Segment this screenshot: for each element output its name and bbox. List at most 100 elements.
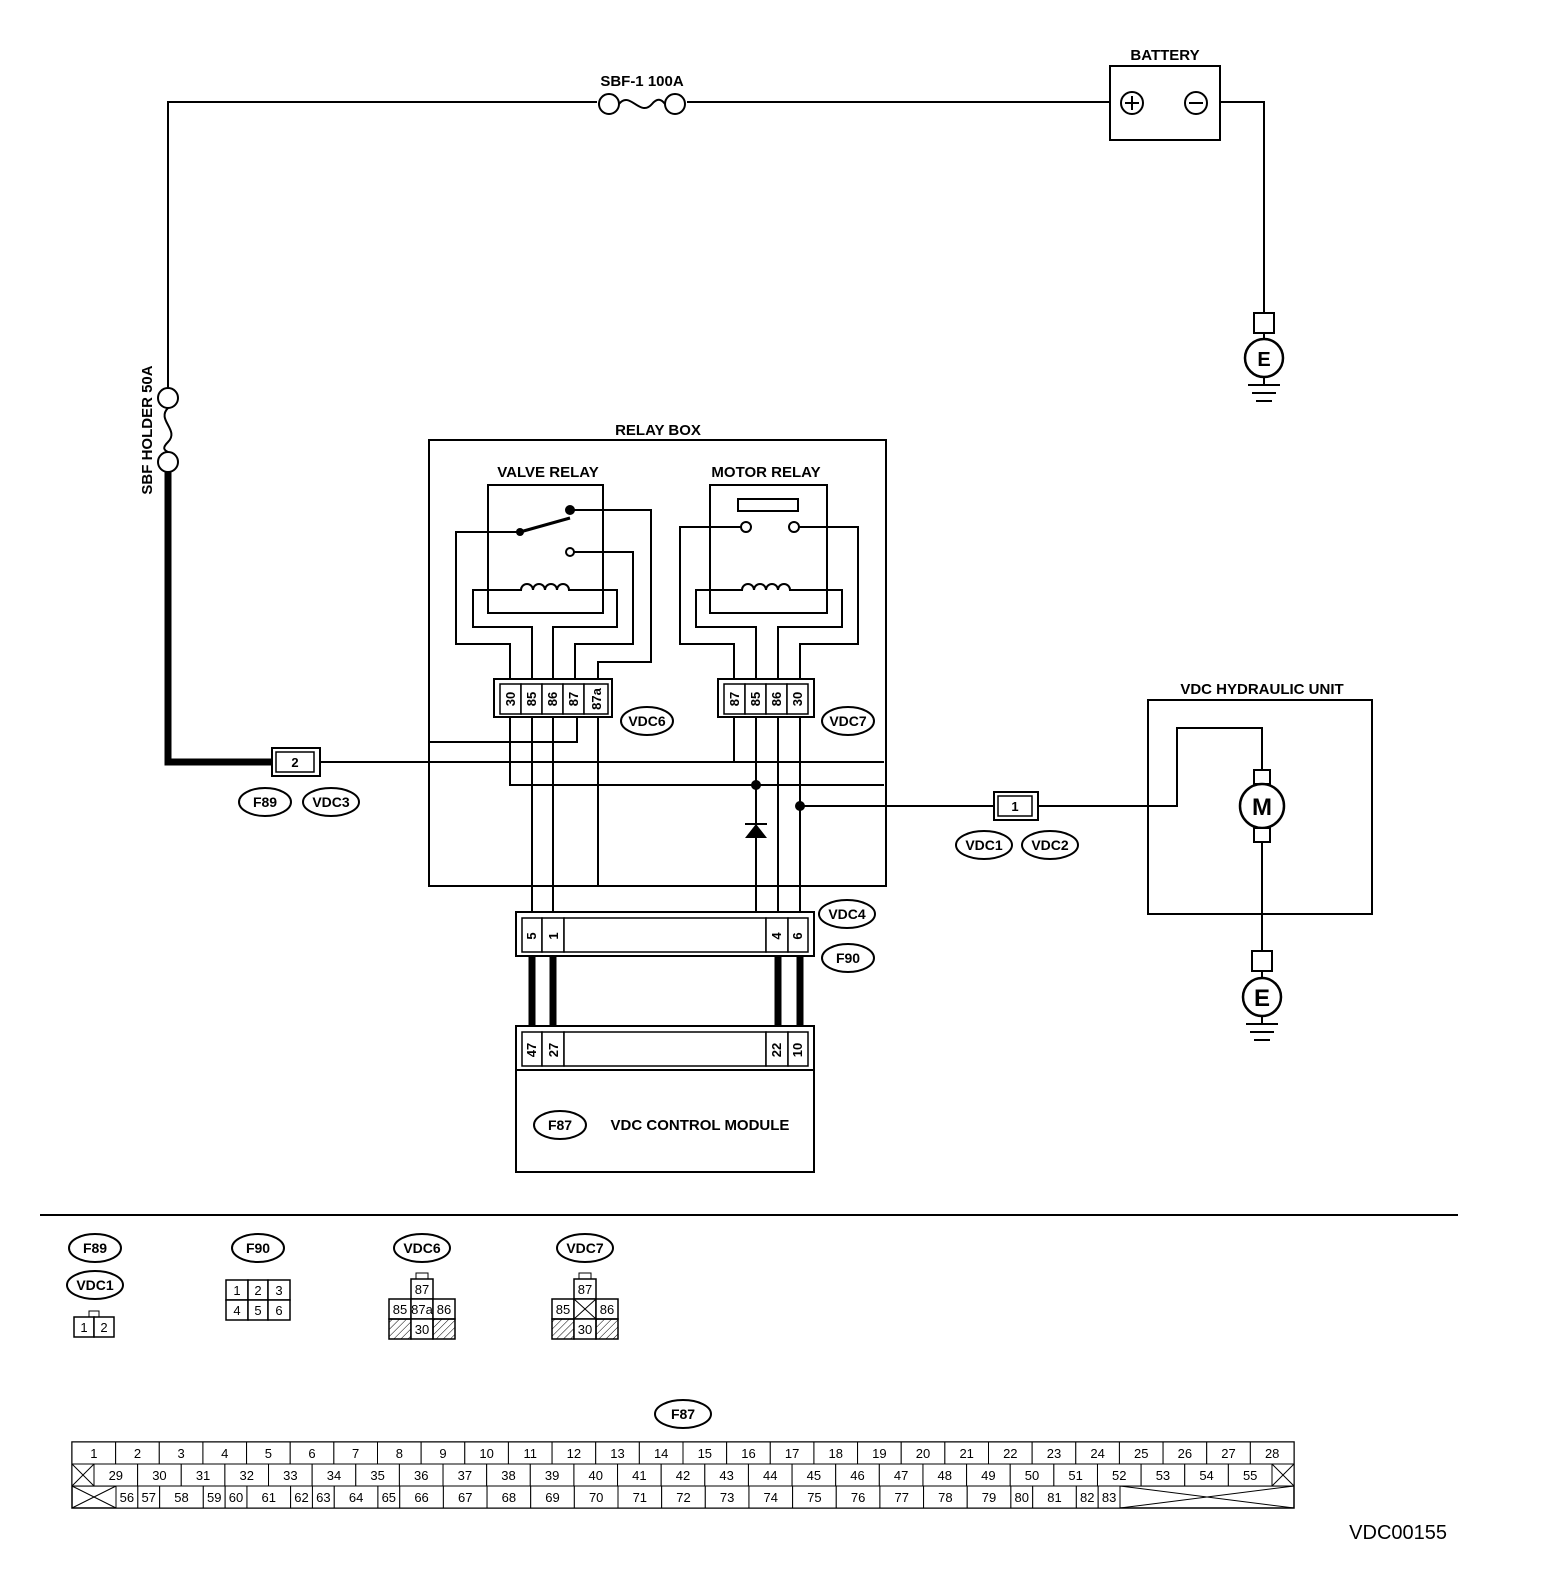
f87-pin-label: 16 [741, 1446, 755, 1461]
legend-vdc6: VDC6 87 85 87a 86 30 [388, 1233, 456, 1340]
f87-pin-label: 24 [1090, 1446, 1104, 1461]
f87-pin-label: 53 [1156, 1468, 1170, 1483]
legend-f90-tag: F90 [246, 1240, 270, 1256]
legend-pin: 87a [411, 1302, 433, 1317]
vdc1-tag-label: VDC1 [965, 837, 1003, 853]
legend-vdc7: VDC7 87 85 86 30 [551, 1233, 619, 1340]
legend-f90: F90 1 2 3 4 5 6 [225, 1233, 291, 1321]
valve-relay: VALVE RELAY 30 85 [455, 464, 674, 736]
f87-pin-label: 11 [524, 1446, 538, 1461]
motor-relay-label: MOTOR RELAY [711, 464, 820, 481]
diode [745, 823, 767, 838]
module-harness [528, 956, 804, 1026]
f87-pin-label: 55 [1243, 1468, 1257, 1483]
f87-pin-label: 76 [851, 1490, 865, 1505]
f87-pin-label: 42 [676, 1468, 690, 1483]
f87-pin-label: 13 [610, 1446, 624, 1461]
f87-pin-label: 50 [1025, 1468, 1039, 1483]
motor-label: M [1252, 794, 1272, 821]
f87-pin-label: 75 [807, 1490, 821, 1505]
f87-pin-label: 8 [396, 1446, 403, 1461]
f87-cell [1097, 1485, 1121, 1509]
legend-vdc7-tag: VDC7 [566, 1240, 604, 1256]
f87-pin-label: 47 [894, 1468, 908, 1483]
f87-pin-label: 70 [589, 1490, 603, 1505]
f87-pin-label: 52 [1112, 1468, 1126, 1483]
f89-tag [238, 787, 292, 817]
f87-pin-label: 46 [850, 1468, 864, 1483]
ground-top: E [1243, 312, 1285, 402]
hydraulic-unit-label: VDC HYDRAULIC UNIT [1180, 681, 1343, 698]
f87-pin-label: 57 [142, 1490, 156, 1505]
f87-pin-label: 66 [414, 1490, 428, 1505]
f87-pin-label: 72 [676, 1490, 690, 1505]
f87-pin-label: 65 [382, 1490, 396, 1505]
valve-relay-label: VALVE RELAY [497, 464, 598, 481]
legend-pin: 30 [578, 1322, 592, 1337]
f87-pin-label: 81 [1047, 1490, 1061, 1505]
vdc1-pin: 1 [1011, 799, 1018, 814]
f87-pin-label: 12 [567, 1446, 581, 1461]
f87-pin-label: 30 [152, 1468, 166, 1483]
f87-pin-label: 28 [1265, 1446, 1279, 1461]
vdc4-tag [818, 899, 876, 929]
f87-pin-label: 25 [1134, 1446, 1148, 1461]
f87-pin-label: 62 [294, 1490, 308, 1505]
main-fuse-label: SBF-1 100A [600, 73, 684, 90]
vdc2-tag [1021, 830, 1079, 860]
vdc7-pin: 87 [727, 692, 742, 706]
vdc7-tag [821, 706, 875, 736]
f87-pin-label: 14 [654, 1446, 668, 1461]
vdc4-pin: 5 [524, 932, 539, 939]
f87-pin-label: 32 [239, 1468, 253, 1483]
f87-pin-label: 29 [109, 1468, 123, 1483]
battery: BATTERY [1109, 47, 1221, 141]
f87-pin-label: 34 [327, 1468, 341, 1483]
f87-pin-label: 36 [414, 1468, 428, 1483]
f87-pin-label: 15 [698, 1446, 712, 1461]
f87-pin-label: 45 [807, 1468, 821, 1483]
f87-pin-label: 21 [959, 1446, 973, 1461]
relay-box-internal-wiring [429, 717, 884, 912]
vdc6-pin: 86 [545, 692, 560, 706]
f87-pin-label: 67 [458, 1490, 472, 1505]
vdc7-connector: 87 85 86 30 [717, 678, 815, 718]
legend-pin: 86 [437, 1302, 451, 1317]
f87-tag [533, 1110, 587, 1140]
f87-pin-label: 3 [177, 1446, 184, 1461]
f87-pin-label: 44 [763, 1468, 777, 1483]
f87-pin-label: 19 [872, 1446, 886, 1461]
f87-pin-label: 49 [981, 1468, 995, 1483]
legend-pin: 2 [100, 1320, 107, 1335]
f87-pin-label: 80 [1015, 1490, 1029, 1505]
f87-pin-label: 37 [458, 1468, 472, 1483]
f87-pin-label: 58 [174, 1490, 188, 1505]
vdc3-tag-label: VDC3 [312, 794, 350, 810]
vdc4-pin: 1 [546, 932, 561, 939]
f87-pin-label: 6 [308, 1446, 315, 1461]
f87-pin-label: 20 [916, 1446, 930, 1461]
legend-pin: 1 [80, 1320, 87, 1335]
f87-pin-label: 23 [1047, 1446, 1061, 1461]
hydraulic-unit: VDC HYDRAULIC UNIT M [1147, 681, 1373, 950]
supply-wiring [164, 101, 1265, 766]
vdc6-connector: 30 85 86 87 87a [493, 678, 613, 718]
vdc6-pin: 87a [589, 687, 604, 709]
legend-vdc6-tag: VDC6 [403, 1240, 441, 1256]
vdc2-tag-label: VDC2 [1031, 837, 1069, 853]
f87-pin-label: 79 [982, 1490, 996, 1505]
legend-f89-vdc1: F89 VDC1 1 2 [66, 1233, 124, 1338]
legend-pin: 85 [556, 1302, 570, 1317]
f87-pin-label: 48 [938, 1468, 952, 1483]
f89-connector: 2 F89 VDC3 [238, 747, 360, 817]
ground-top-label: E [1257, 349, 1270, 371]
vdc6-pin: 30 [503, 692, 518, 706]
ground-bottom: E [1241, 950, 1283, 1041]
vdc4-tag-label: VDC4 [828, 906, 866, 922]
legend-pin: 87 [415, 1282, 429, 1297]
vdc7-tag-label: VDC7 [829, 713, 867, 729]
vdc6-pin: 85 [524, 692, 539, 706]
